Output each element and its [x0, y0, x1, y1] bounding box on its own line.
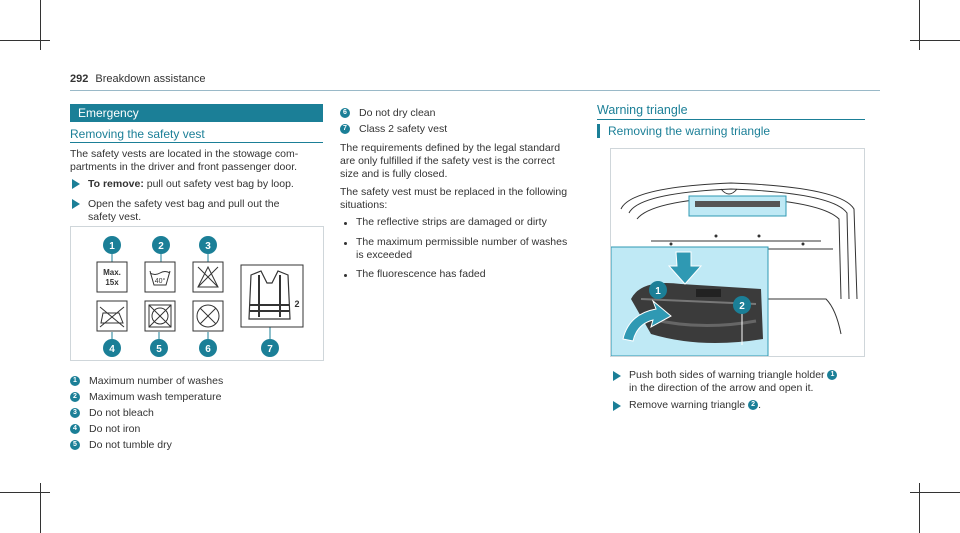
callout-6: 6: [205, 344, 211, 355]
inline-ref-marker: 1: [827, 370, 838, 381]
legend-text: Maximum wash temperature: [89, 391, 222, 403]
crop-mark: [910, 40, 960, 41]
step-text: in the direction of the arrow and open i…: [629, 382, 814, 394]
legend-marker: 5: [70, 440, 80, 450]
crop-mark: [919, 0, 920, 50]
step-arrow-icon: [72, 199, 80, 209]
wash-temp-symbol: [144, 261, 176, 293]
subheading-safety-vest: Removing the safety vest: [70, 127, 205, 141]
max-count: 15x: [105, 278, 119, 287]
paragraph-line: situations:: [340, 199, 388, 211]
bullet-dot: [344, 222, 347, 225]
legend-marker: 2: [70, 392, 80, 402]
heading-underline: [597, 119, 865, 120]
trunk-callout-2: 2: [739, 301, 745, 312]
legend-marker: 4: [70, 424, 80, 434]
crop-mark: [0, 492, 50, 493]
paragraph-line: The safety vest must be replaced in the …: [340, 186, 568, 198]
callout-7: 7: [267, 344, 273, 355]
max-washes-symbol: [96, 261, 128, 293]
bullet-text: The maximum permissible number of washes: [356, 236, 568, 248]
class-number: 2: [294, 299, 299, 309]
callout-5: 5: [156, 344, 162, 355]
subheading-underline: [70, 142, 323, 143]
callout-2: 2: [158, 241, 164, 252]
bullet-dot: [344, 242, 347, 245]
trunk-illustration: 1 2: [610, 182, 858, 357]
paragraph-line: The requirements defined by the legal st…: [340, 142, 561, 154]
step-text: Remove warning triangle 2.: [629, 399, 761, 412]
crop-mark: [40, 0, 41, 50]
legend-text: Do not bleach: [89, 407, 154, 419]
no-bleach-symbol: [192, 261, 224, 293]
step-arrow-icon: [613, 371, 621, 381]
crop-mark: [910, 492, 960, 493]
crop-mark: [40, 483, 41, 533]
warning-triangle-heading: Warning triangle: [597, 103, 688, 117]
callout-4: 4: [109, 344, 115, 355]
legend-marker: 3: [70, 408, 80, 418]
callout-3: 3: [205, 241, 211, 252]
trunk-figure: 1 2: [610, 148, 865, 357]
legend-text: Do not dry clean: [359, 107, 436, 119]
emergency-banner: Emergency: [70, 104, 323, 122]
temp-label: 40°: [155, 277, 166, 285]
step-text-part: Push both sides of warning triangle hold…: [629, 369, 828, 381]
legend-text: Maximum number of washes: [89, 375, 224, 387]
care-symbols-svg: 1 2 3 4 5 6 7 Max. 15x 40° 2: [96, 236, 304, 357]
paragraph-line: are only fulfilled if the safety vest is…: [340, 155, 555, 167]
no-iron-symbol: [96, 300, 128, 332]
section-title: Breakdown assistance: [95, 73, 206, 85]
crop-mark: [0, 40, 50, 41]
subheading-remove-triangle: Removing the warning triangle: [608, 124, 771, 138]
step-arrow-icon: [613, 401, 621, 411]
legend-text: Class 2 safety vest: [359, 123, 448, 135]
step-text-tail: .: [758, 399, 761, 411]
legend-marker: 1: [70, 376, 80, 386]
bullet-text: The fluorescence has faded: [356, 268, 486, 280]
step-text: Open the safety vest bag and pull out th…: [88, 198, 280, 210]
inline-ref-marker: 2: [748, 400, 759, 411]
bullet-dot: [344, 274, 347, 277]
intro-line: partments in the driver and front passen…: [70, 161, 298, 173]
legend-text: Do not tumble dry: [89, 439, 172, 451]
bullet-text: The reflective strips are damaged or dir…: [356, 216, 547, 228]
crop-mark: [919, 483, 920, 533]
bullet-text: is exceeded: [356, 249, 413, 261]
step-label: To remove:: [88, 178, 144, 190]
step-text: pull out safety vest bag by loop.: [143, 178, 294, 190]
step-text: Push both sides of warning triangle hold…: [629, 369, 838, 382]
max-label: Max.: [103, 268, 121, 277]
legend-marker: 6: [340, 108, 350, 118]
header-divider: [70, 90, 880, 91]
no-tumble-dry-symbol: [144, 300, 176, 332]
callout-1: 1: [109, 241, 115, 252]
subheading-bar: [597, 124, 600, 138]
page-number: 292: [70, 73, 89, 85]
step-remove: To remove: pull out safety vest bag by l…: [88, 178, 294, 191]
step-text-part: Remove warning triangle: [629, 399, 749, 411]
care-symbols-figure: 1 2 3 4 5 6 7 Max. 15x 40° 2: [70, 226, 324, 361]
step-arrow-icon: [72, 179, 80, 189]
safety-vest-symbol: [240, 264, 304, 328]
step-text: safety vest.: [88, 211, 142, 223]
legend-marker: 7: [340, 124, 350, 134]
trunk-callout-1: 1: [655, 286, 661, 297]
paragraph-line: size and is fully closed.: [340, 168, 448, 180]
intro-line: The safety vests are located in the stow…: [70, 148, 299, 160]
no-dry-clean-symbol: [192, 300, 224, 332]
page-header: 292 Breakdown assistance: [70, 73, 205, 85]
legend-text: Do not iron: [89, 423, 141, 435]
